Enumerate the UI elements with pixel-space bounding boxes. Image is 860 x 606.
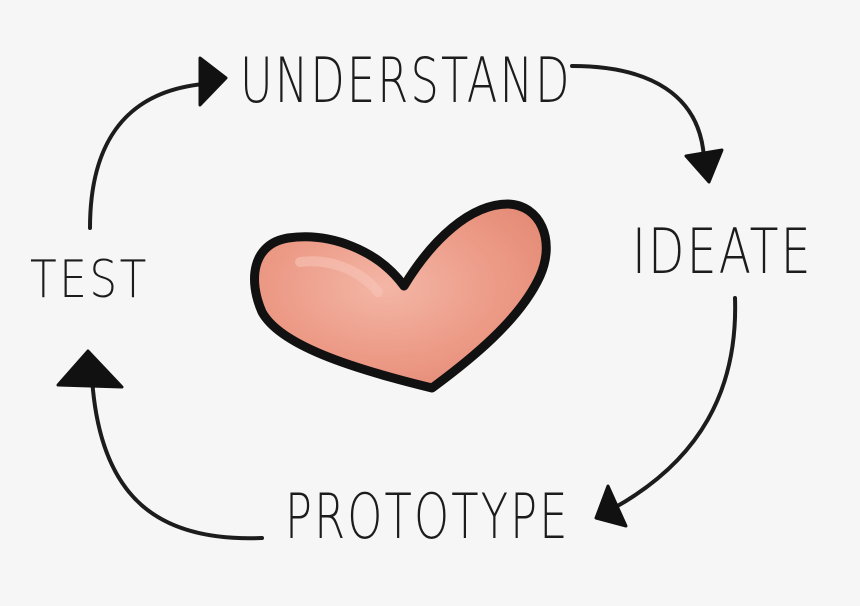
arrowhead-to-understand-icon (198, 56, 228, 107)
arrow-test-to-understand (88, 82, 206, 230)
arrow-understand-to-ideate (570, 64, 706, 160)
stage-label-test: TEST (30, 250, 149, 310)
heart-icon (250, 199, 551, 393)
arrow-prototype-to-test (90, 376, 264, 541)
arrow-ideate-to-prototype (612, 296, 738, 510)
stage-label-understand: UNDERSTAND (240, 44, 572, 117)
arrowhead-to-test-icon (56, 349, 124, 389)
arrowhead-to-prototype-icon (594, 484, 628, 528)
stage-label-prototype: PROTOTYPE (285, 480, 570, 553)
arrowhead-to-ideate-icon (684, 148, 724, 184)
stage-label-ideate: IDEATE (632, 215, 813, 288)
